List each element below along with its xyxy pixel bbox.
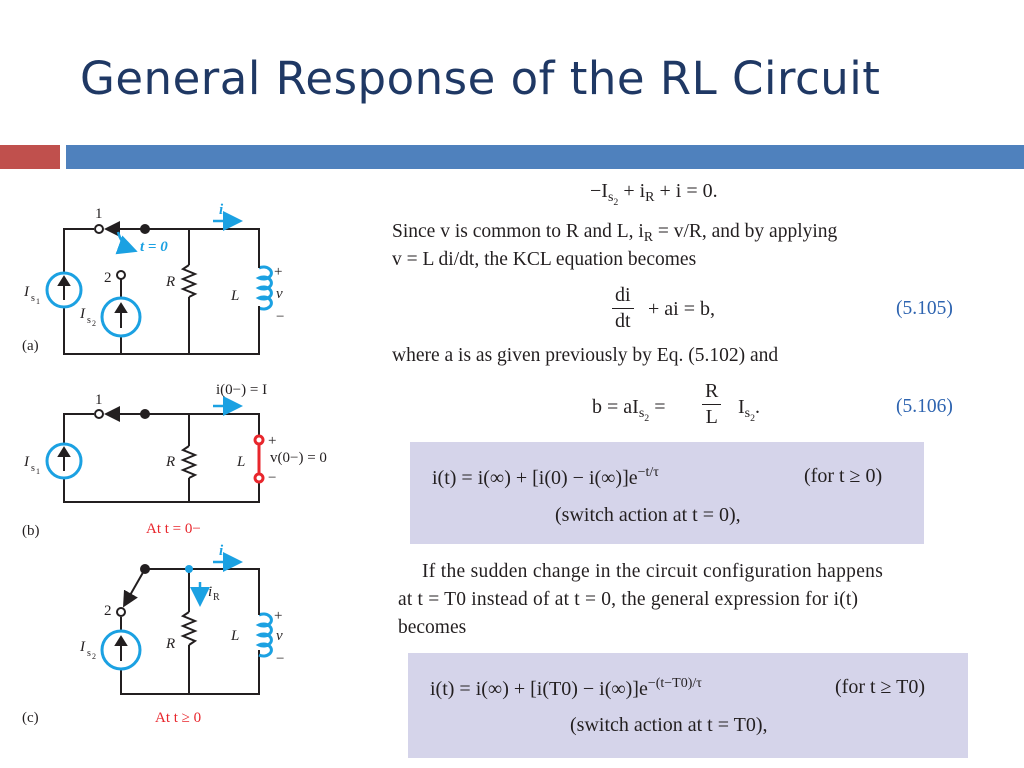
eq5106-number: (5.106): [896, 396, 953, 417]
initial-current-label: i(0−) = I: [216, 382, 267, 398]
resistor-label-a: R: [165, 274, 175, 290]
voltage-label-c: v: [276, 628, 283, 644]
box1-equation: i(t) = i(∞) + [i(0) − i(∞)]e−t/τ: [432, 465, 659, 489]
panel-label-b: (b): [22, 523, 40, 539]
current-iR-label: i: [208, 584, 212, 600]
node1-label-b: 1: [95, 392, 103, 408]
eq5106-left: b = aIs2 =: [592, 396, 666, 424]
current-i-label-c: i: [219, 543, 224, 559]
is1-num-b: 1: [36, 467, 40, 476]
is1-num-a: 1: [36, 297, 40, 306]
is2-num-c: 2: [92, 652, 96, 661]
minus-label-a: −: [276, 309, 284, 325]
is2-sub-a: s: [87, 315, 91, 326]
minus-label-c: −: [276, 651, 284, 667]
is1-label-a: I: [23, 284, 30, 300]
box2-equation: i(t) = i(∞) + [i(T0) − i(∞)]e−(t−T0)/τ: [430, 676, 702, 700]
is2-sub-c: s: [87, 648, 91, 659]
current-iR-sub: R: [213, 592, 220, 603]
minus-label-b: −: [268, 470, 276, 486]
kcl-equation: −Is2 + iR + i = 0.: [590, 180, 718, 208]
paragraph-3-line-2: at t = T0 instead of at t = 0, the gener…: [398, 589, 859, 610]
eq5105-fraction: di dt: [612, 284, 634, 333]
is2-label-a: I: [79, 306, 86, 322]
slide-title: General Response of the RL Circuit: [80, 52, 881, 105]
paragraph-3-line-3: becomes: [398, 617, 467, 638]
paragraph-1-line-1: Since v is common to R and L, iR = v/R, …: [392, 221, 838, 244]
inductor-label-c: L: [230, 628, 239, 644]
inductor-label-a: L: [230, 288, 239, 304]
node2-label-a: 2: [104, 270, 112, 286]
paragraph-3-line-1: If the sudden change in the circuit conf…: [422, 561, 884, 582]
plus-label-c: +: [274, 608, 282, 624]
resistor-label-c: R: [165, 636, 175, 652]
resistor-label-b: R: [165, 454, 175, 470]
panel-label-c: (c): [22, 710, 39, 726]
plus-label-b: +: [268, 433, 276, 449]
plus-label-a: +: [274, 264, 282, 280]
paragraph-1-line-2: v = L di/dt, the KCL equation becomes: [392, 249, 697, 270]
general-response-box-1: [410, 442, 924, 544]
eq5105-rest: + ai = b,: [648, 298, 715, 320]
is2-label-c: I: [79, 639, 86, 655]
rl-circuit-figure: 1 2 I s 1 I s 2 R L + v − (a) t = 0 i 1 …: [22, 202, 327, 726]
box2-switch-note: (switch action at t = T0),: [570, 714, 768, 736]
is1-label-b: I: [23, 454, 30, 470]
inductor-label-b: L: [236, 454, 245, 470]
current-i-label-a: i: [219, 202, 224, 218]
eq5105-number: (5.105): [896, 298, 953, 319]
general-response-box-2: [408, 653, 968, 758]
node1-label-a: 1: [95, 206, 103, 222]
box2-condition: (for t ≥ T0): [835, 676, 926, 698]
box1-switch-note: (switch action at t = 0),: [555, 504, 741, 526]
caption-c: At t ≥ 0: [155, 710, 201, 726]
initial-voltage-label: v(0−) = 0: [270, 450, 327, 466]
eq5106-right: Is2.: [738, 396, 761, 424]
voltage-label-a: v: [276, 286, 283, 302]
eq5106-fraction: R L: [702, 380, 722, 429]
panel-label-a: (a): [22, 338, 39, 354]
is1-sub-a: s: [31, 293, 35, 304]
is2-num-a: 2: [92, 319, 96, 328]
switch-time-label: t = 0: [140, 239, 168, 255]
is1-sub-b: s: [31, 463, 35, 474]
paragraph-2: where a is as given previously by Eq. (5…: [392, 345, 779, 366]
box1-condition: (for t ≥ 0): [804, 465, 883, 487]
accent-bar-red: [0, 145, 60, 169]
node2-label-c: 2: [104, 603, 112, 619]
caption-b: At t = 0−: [146, 521, 201, 537]
accent-bar-blue: [66, 145, 1024, 169]
